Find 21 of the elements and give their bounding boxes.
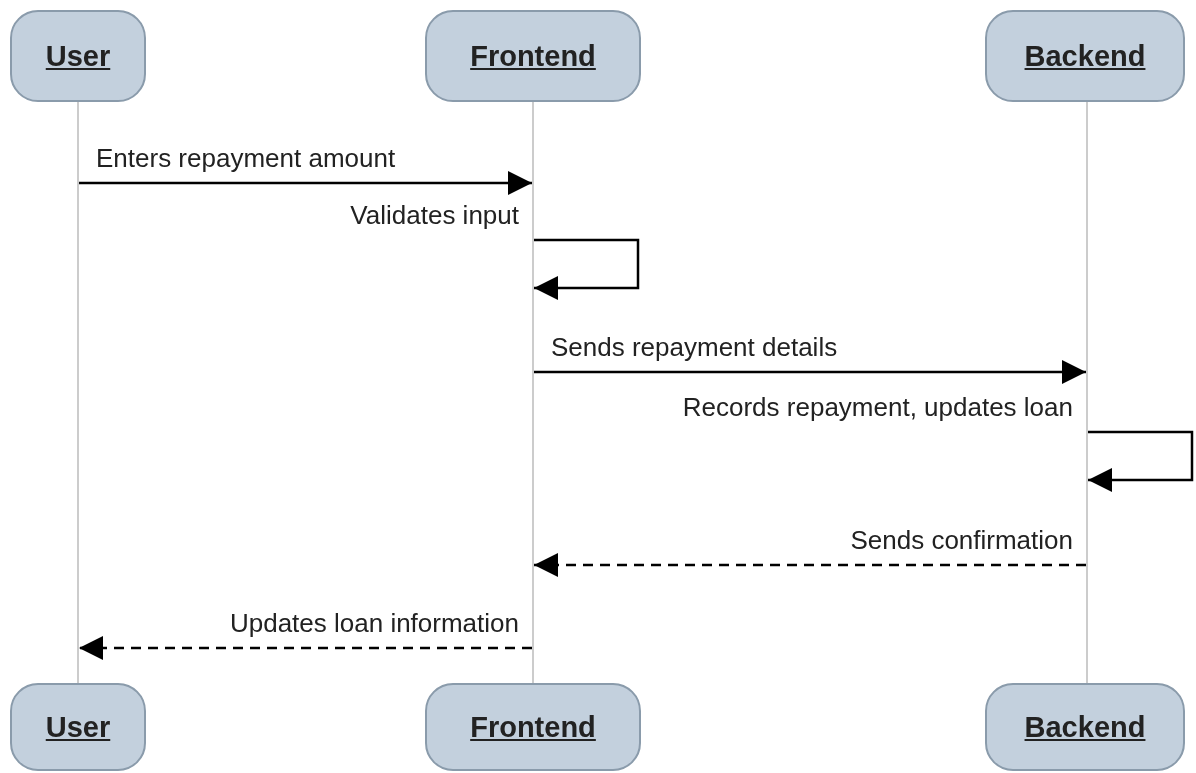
participant-box	[10, 10, 146, 102]
lifeline	[532, 102, 534, 683]
message-arrow	[534, 553, 1086, 577]
message-arrow	[534, 360, 1086, 384]
message-arrow	[79, 171, 532, 195]
message-arrow	[79, 636, 532, 660]
participant-box	[425, 10, 641, 102]
participant-box	[425, 683, 641, 771]
participant-name: Backend	[1024, 39, 1146, 73]
participant-name: Frontend	[470, 710, 596, 744]
message-arrow	[1088, 430, 1194, 492]
participant-name: Backend	[1024, 710, 1146, 744]
participant-name: User	[45, 710, 111, 744]
message-arrow	[534, 238, 640, 300]
participant-name: User	[45, 39, 111, 73]
participant-box	[10, 683, 146, 771]
lifeline	[77, 102, 79, 683]
lifeline	[1086, 102, 1088, 683]
participant-box	[985, 10, 1185, 102]
participant-name: Frontend	[470, 39, 596, 73]
participant-box	[985, 683, 1185, 771]
